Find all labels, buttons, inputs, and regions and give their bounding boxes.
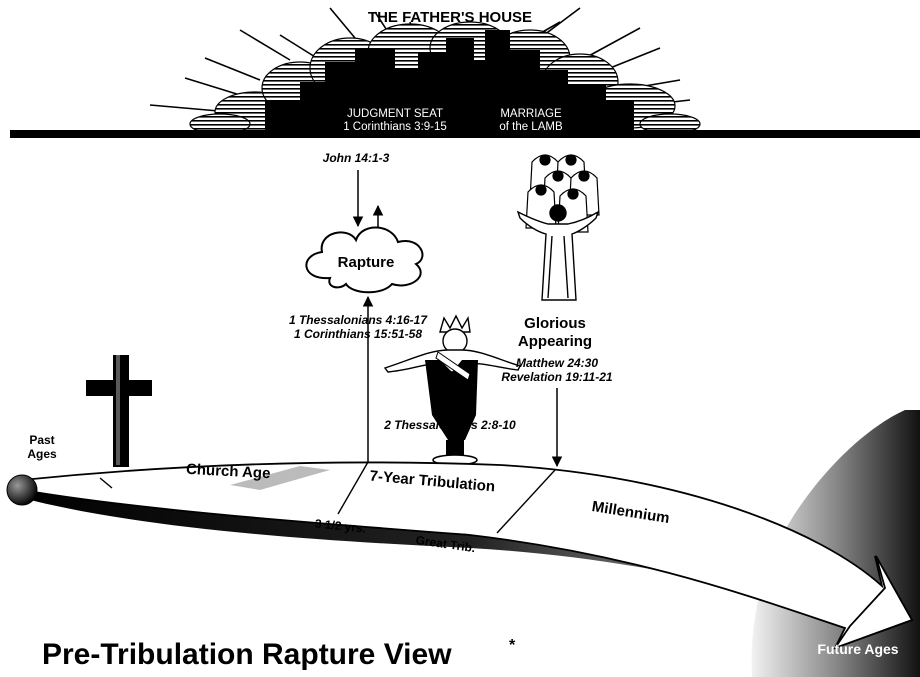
church-age-label: Church Age <box>186 461 271 482</box>
title-asterisk: * <box>509 637 516 654</box>
judgment-seat-label: JUDGMENT SEAT <box>347 108 443 120</box>
antichrist-figure <box>383 314 521 466</box>
timeline-arrow-head <box>832 555 914 650</box>
church-age-shade <box>230 466 330 490</box>
fathers-house-title: THE FATHER'S HOUSE <box>368 9 532 26</box>
ages-label: Ages <box>27 447 57 461</box>
thessalonians-scripture: 1 Thessalonians 4:16-17 <box>289 313 428 327</box>
diagram-title: Pre-Tribulation Rapture View <box>42 638 452 671</box>
rapture-cloud <box>305 226 424 294</box>
era-dividers <box>99 461 556 534</box>
fathers-house: THE FATHER'S HOUSE JUDGMENT SEAT 1 Corin… <box>10 7 920 138</box>
city-skyline <box>265 30 634 135</box>
timeline-underside <box>22 488 840 612</box>
rapture-label: Rapture <box>338 254 395 271</box>
timeline: Past Ages Church Age 7-Year Tribulation … <box>6 410 920 677</box>
rapture-group: John 14:1-3 Rapture 1 Thessalonians 4:16… <box>289 151 428 465</box>
marriage-of-lamb-label: of the LAMB <box>499 121 563 133</box>
future-ages-label: Future Ages <box>817 641 898 657</box>
marriage-label: MARRIAGE <box>500 108 562 120</box>
half-label: 3 1/2 yrs. <box>314 516 367 535</box>
john-scripture: John 14:1-3 <box>323 151 390 165</box>
revelation-scripture: Revelation 19:11-21 <box>501 370 612 384</box>
corinthians-scripture: 1 Corinthians 15:51-58 <box>294 327 422 341</box>
judgment-seat-scripture: 1 Corinthians 3:9-15 <box>343 121 447 133</box>
past-label: Past <box>29 433 54 447</box>
heaven-floor <box>10 130 920 138</box>
antichrist-scripture: 2 Thessalonians 2:8-10 <box>383 418 516 432</box>
appearing-label: Appearing <box>518 333 592 350</box>
matthew-scripture: Matthew 24:30 <box>516 356 598 370</box>
returning-saints <box>525 154 600 233</box>
christ-figure <box>516 204 600 301</box>
cross-icon <box>86 355 152 467</box>
past-ages-sphere <box>6 474 38 506</box>
glorious-label: Glorious <box>524 315 586 332</box>
